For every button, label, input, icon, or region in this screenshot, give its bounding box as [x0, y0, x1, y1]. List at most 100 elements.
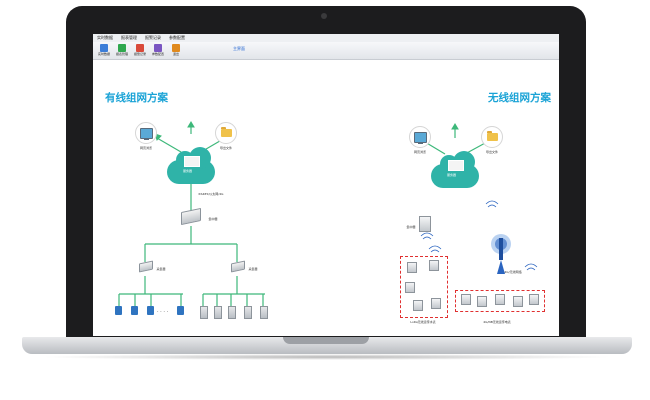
- water-meter-3: [147, 306, 154, 315]
- pc-icon: [409, 126, 431, 148]
- wireless-collector: [419, 216, 431, 232]
- electric-meter-icon: [260, 306, 268, 319]
- wired-pc-label: 网页浏览: [139, 146, 153, 150]
- wired-file-node: [215, 122, 237, 144]
- collector-icon: [419, 216, 431, 232]
- wired-sub-right-label: 采集器: [248, 267, 258, 271]
- electric-meter-icon: [228, 306, 236, 319]
- electric-meter-icon: [461, 294, 471, 305]
- toolbar: 实时数据 报表管理 报警记录 参数配置 退出: [93, 42, 559, 60]
- lora-meter-3: [405, 282, 415, 293]
- menu-item-realtime[interactable]: 实时数据: [97, 35, 113, 40]
- electric-meter-icon: [477, 296, 487, 307]
- folder-icon: [481, 126, 503, 148]
- wired-link-label: RS485/以太网/4G: [198, 192, 224, 196]
- gear-icon: [154, 44, 162, 52]
- wireless-pc-node: [409, 126, 431, 148]
- monitor-icon: [100, 44, 108, 52]
- electric-meter-icon: [529, 294, 539, 305]
- water-meter-icon: [131, 306, 138, 315]
- report-button-label: 报表管理: [115, 52, 128, 56]
- lora-meter-1: [407, 262, 417, 273]
- nb-meter-1: [461, 294, 471, 305]
- wired-server-label: 服务器: [183, 169, 193, 173]
- exit-button-label: 退出: [172, 52, 179, 56]
- electric-meter-icon: [214, 306, 222, 319]
- laptop-shadow: [40, 354, 614, 360]
- water-meter-icon: [413, 300, 423, 311]
- realtime-button[interactable]: 实时数据: [96, 44, 112, 57]
- nb-meter-5: [529, 294, 539, 305]
- electric-meter-icon: [513, 296, 523, 307]
- wireless-collector-label: 集中器: [406, 225, 416, 229]
- electric-meter-3: [228, 306, 236, 319]
- wired-sub-right: [231, 260, 245, 273]
- menu-bar: 实时数据 报表管理 报警记录 参数配置: [93, 34, 559, 42]
- wired-sub-left: [139, 260, 153, 273]
- wireless-cloud-server: 服务器: [431, 151, 479, 188]
- alarm-button[interactable]: 报警记录: [132, 44, 148, 57]
- switch-icon: [181, 207, 201, 226]
- lora-meter-2: [429, 260, 439, 271]
- menu-item-alarm[interactable]: 报警记录: [145, 35, 161, 40]
- alarm-button-label: 报警记录: [133, 52, 146, 56]
- tower-label: 4G/无线网络: [504, 270, 522, 274]
- more-meters-dots: . . . .: [157, 308, 169, 314]
- laptop-icon: [184, 156, 200, 167]
- screen: 实时数据 报表管理 报警记录 参数配置 实时数据 报表管理 报警记录 参数配置 …: [93, 34, 559, 336]
- wireless-file-label: 导出文件: [485, 150, 499, 154]
- settings-button-label: 参数配置: [151, 52, 164, 56]
- exit-button[interactable]: 退出: [168, 44, 184, 57]
- wireless-pc-label: 网页浏览: [413, 150, 427, 154]
- water-meter-icon: [407, 262, 417, 273]
- nb-group-box: [455, 290, 545, 312]
- electric-meter-icon: [244, 306, 252, 319]
- laptop-icon: [448, 160, 464, 171]
- lora-group-box: [400, 256, 448, 318]
- water-meter-icon: [177, 306, 184, 315]
- wireless-server-label: 服务器: [447, 173, 457, 177]
- report-button[interactable]: 报表管理: [114, 44, 130, 57]
- wired-switch-label: 集中器: [208, 217, 218, 221]
- lora-meter-4: [413, 300, 423, 311]
- pc-icon: [135, 122, 157, 144]
- water-meter-icon: [429, 260, 439, 271]
- realtime-button-label: 实时数据: [97, 52, 110, 56]
- water-meter-4: [177, 306, 184, 315]
- water-meter-icon: [405, 282, 415, 293]
- electric-meter-5: [260, 306, 268, 319]
- water-meter-icon: [431, 298, 441, 309]
- menu-item-settings[interactable]: 参数配置: [169, 35, 185, 40]
- electric-meter-1: [200, 306, 208, 319]
- report-icon: [118, 44, 126, 52]
- collector-icon: [139, 260, 153, 273]
- settings-button[interactable]: 参数配置: [150, 44, 166, 57]
- electric-meter-2: [214, 306, 222, 319]
- laptop-notch: [283, 337, 369, 344]
- wired-switch: [181, 207, 201, 226]
- wireless-scheme-title: 无线组网方案: [488, 92, 551, 104]
- water-meter-icon: [115, 306, 122, 315]
- electric-meter-4: [244, 306, 252, 319]
- wired-pc-node: [135, 122, 157, 144]
- water-meter-icon: [147, 306, 154, 315]
- folder-icon: [215, 122, 237, 144]
- wired-scheme-title: 有线组网方案: [105, 92, 168, 104]
- nb-meter-4: [513, 296, 523, 307]
- tower-icon: [491, 234, 511, 274]
- wireless-file-node: [481, 126, 503, 148]
- exit-icon: [172, 44, 180, 52]
- menu-item-report[interactable]: 报表管理: [121, 35, 137, 40]
- laptop-base: [22, 337, 632, 354]
- wired-cloud-server: 服务器: [167, 147, 215, 184]
- wired-sub-left-label: 采集器: [156, 267, 166, 271]
- lora-group-label: LoRa无线远传水表: [410, 320, 436, 324]
- water-meter-1: [115, 306, 122, 315]
- tab-main[interactable]: 主界面: [233, 46, 245, 51]
- collector-icon: [231, 260, 245, 273]
- nb-meter-2: [477, 296, 487, 307]
- electric-meter-icon: [495, 294, 505, 305]
- alarm-icon: [136, 44, 144, 52]
- water-meter-2: [131, 306, 138, 315]
- nb-meter-3: [495, 294, 505, 305]
